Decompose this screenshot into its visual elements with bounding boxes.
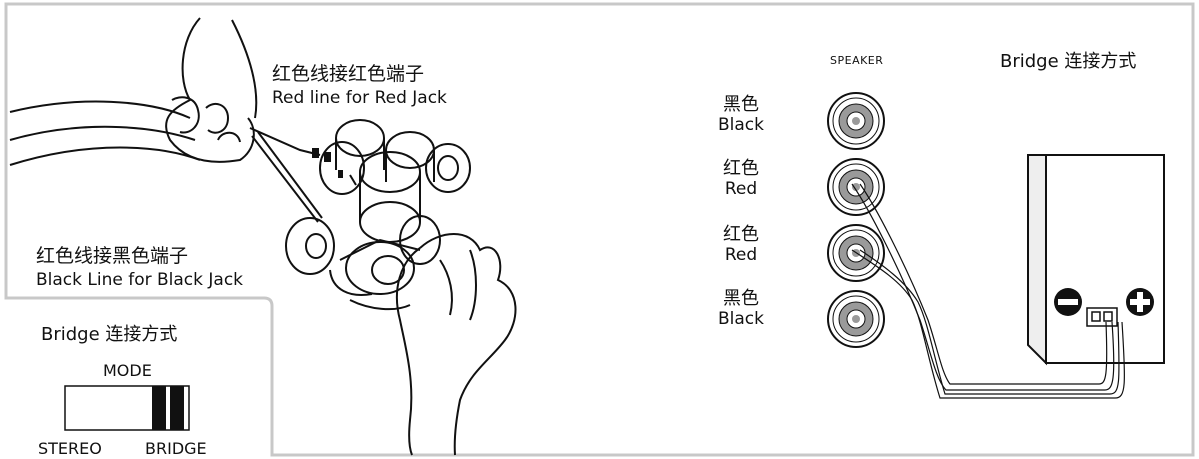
- mode-switch: [64, 385, 190, 431]
- bridge-wire-2: [851, 249, 1126, 399]
- speaker-cabinet: [1027, 154, 1165, 366]
- terminal-1-cn: 黑色: [723, 94, 759, 115]
- terminal-post-1: [827, 92, 885, 150]
- minus-terminal-icon: [1054, 288, 1082, 316]
- terminal-4-cn: 黑色: [723, 288, 759, 309]
- mode-label: MODE: [103, 361, 152, 380]
- callout-bottom-en: Black Line for Black Jack: [36, 270, 244, 290]
- callout-top-en: Red line for Red Jack: [272, 88, 447, 108]
- terminal-post-2: [827, 158, 885, 216]
- terminal-post-4: [827, 290, 885, 348]
- bridge-wiring-diagram: [827, 92, 1165, 399]
- stereo-label: STEREO: [38, 439, 102, 458]
- connector-block: [1086, 307, 1118, 327]
- bridge-label: BRIDGE: [145, 439, 207, 458]
- terminal-2-cn: 红色: [723, 158, 759, 179]
- switch-lever-left: [152, 386, 166, 430]
- speaker-label: SPEAKER: [830, 54, 884, 67]
- terminal-3-cn: 红色: [723, 224, 759, 245]
- inset-title: Bridge 连接方式: [41, 324, 178, 345]
- callout-bottom-cn: 红色线接黑色端子: [36, 245, 189, 267]
- hand-terminal-illustration: [9, 17, 517, 456]
- terminal-4-en: Black: [718, 309, 764, 329]
- terminal-3-en: Red: [724, 245, 758, 265]
- right-title: Bridge 连接方式: [1000, 51, 1137, 72]
- plus-terminal-icon: [1126, 288, 1154, 316]
- terminal-2-en: Red: [724, 179, 758, 199]
- bridge-wire-1: [851, 183, 1115, 391]
- callout-top-cn: 红色线接红色端子: [272, 63, 425, 85]
- switch-lever-right: [170, 386, 184, 430]
- terminal-1-en: Black: [718, 115, 764, 135]
